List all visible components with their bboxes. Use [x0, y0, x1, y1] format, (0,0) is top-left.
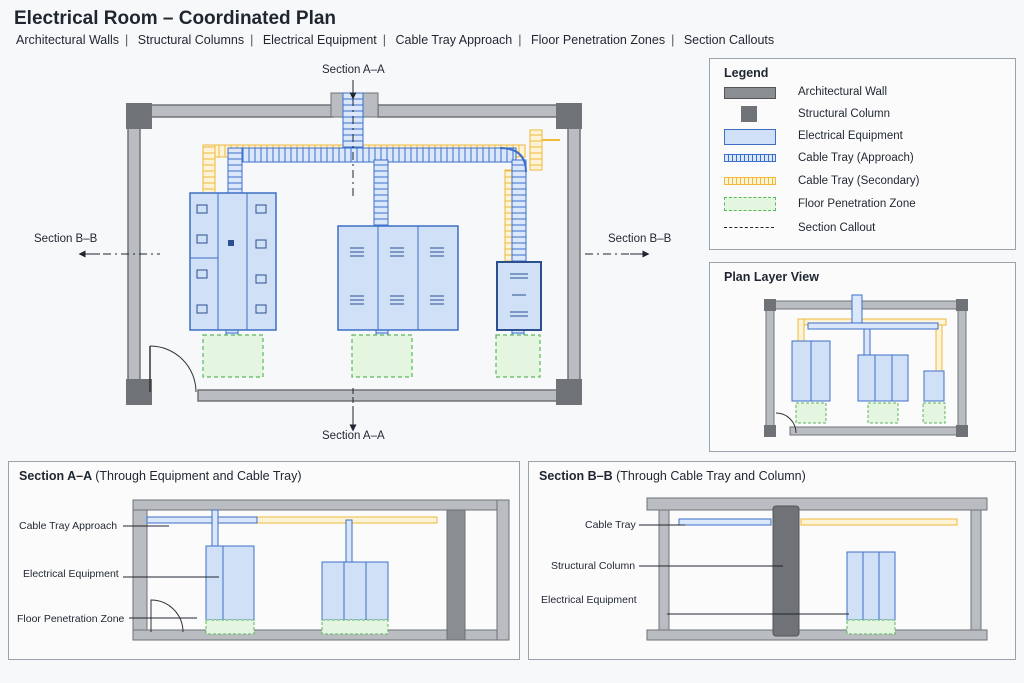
- section-bb-title-bold: Section B–B: [539, 469, 613, 483]
- section-bb-panel: Section B–B (Through Cable Tray and Colu…: [528, 461, 1016, 660]
- section-aa-panel: Section A–A (Through Equipment and Cable…: [8, 461, 520, 660]
- legend-item-column: Structural Column: [798, 108, 891, 120]
- section-bb-title-rest: (Through Cable Tray and Column): [616, 469, 806, 483]
- layer-electrical-equipment[interactable]: Electrical Equipment: [262, 33, 377, 47]
- separator: |: [671, 33, 675, 47]
- layer-section-callouts[interactable]: Section Callouts: [683, 33, 775, 47]
- section-aa-label-cable-tray-approach: Cable Tray Approach: [19, 520, 118, 532]
- section-aa-label-electrical-equipment: Electrical Equipment: [23, 568, 119, 580]
- layer-list: Architectural Walls | Structural Columns |…: [16, 33, 774, 47]
- section-aa-title-rest: (Through Equipment and Cable Tray): [95, 469, 302, 483]
- legend-title: Legend: [724, 66, 769, 80]
- floor-penetration-zones: [202, 334, 541, 378]
- section-callout-swatch-icon: [724, 227, 774, 228]
- equipment-swatch-icon: [724, 129, 776, 145]
- layer-structural-columns[interactable]: Structural Columns: [137, 33, 245, 47]
- section-bb-drawing: [639, 497, 988, 641]
- layer-architectural-walls[interactable]: Architectural Walls: [16, 33, 120, 47]
- panelboard-right: [496, 261, 542, 331]
- legend-item-tray-approach: Cable Tray (Approach): [798, 152, 914, 164]
- penetration-swatch-icon: [724, 197, 776, 211]
- separator: |: [518, 33, 522, 47]
- legend-item-tray-secondary: Cable Tray (Secondary): [798, 175, 920, 187]
- section-aa-drawing: [123, 499, 510, 641]
- layer-cable-tray-approach[interactable]: Cable Tray Approach: [395, 33, 513, 47]
- door: [149, 345, 197, 393]
- column-swatch-icon: [741, 106, 757, 122]
- section-b-right-label: Section B–B: [608, 233, 672, 245]
- page-title: Electrical Room – Coordinated Plan: [14, 8, 337, 29]
- section-b-left-label: Section B–B: [34, 233, 98, 245]
- section-a-top-label: Section A–A: [322, 64, 385, 76]
- legend-item-penetration: Floor Penetration Zone: [798, 198, 916, 210]
- section-bb-title: Section B–B (Through Cable Tray and Colu…: [539, 469, 806, 483]
- switchboard-center: [337, 225, 459, 331]
- plan-layer-view-title: Plan Layer View: [724, 270, 819, 284]
- legend-item-section-callout: Section Callout: [798, 222, 876, 234]
- tray-secondary-swatch-icon: [724, 177, 776, 185]
- section-bb-label-electrical-equipment: Electrical Equipment: [541, 594, 637, 606]
- layer-floor-penetration-zones[interactable]: Floor Penetration Zones: [530, 33, 666, 47]
- section-bb-label-structural-column: Structural Column: [551, 560, 636, 572]
- legend-item-equipment: Electrical Equipment: [798, 130, 903, 142]
- section-a-bottom-label: Section A–A: [322, 430, 385, 442]
- wall-swatch-icon: [724, 87, 776, 99]
- section-aa-title: Section A–A (Through Equipment and Cable…: [19, 469, 302, 483]
- plan-layer-view-panel: Plan Layer View: [709, 262, 1016, 452]
- separator: |: [125, 33, 129, 47]
- section-aa-label-floor-penetration: Floor Penetration Zone: [17, 613, 125, 625]
- legend-item-wall: Architectural Wall: [798, 86, 888, 98]
- switchboard-left: [189, 192, 277, 331]
- tray-approach-swatch-icon: [724, 154, 776, 162]
- section-callouts: [78, 80, 650, 432]
- section-bb-label-cable-tray: Cable Tray: [585, 519, 636, 531]
- separator: |: [382, 33, 387, 47]
- architectural-walls: [127, 104, 581, 402]
- separator: |: [250, 33, 254, 47]
- section-aa-title-bold: Section A–A: [19, 469, 92, 483]
- plan-layer-view-drawing: [764, 294, 968, 437]
- legend-panel: Legend Architectural Wall Structural Col…: [709, 58, 1016, 250]
